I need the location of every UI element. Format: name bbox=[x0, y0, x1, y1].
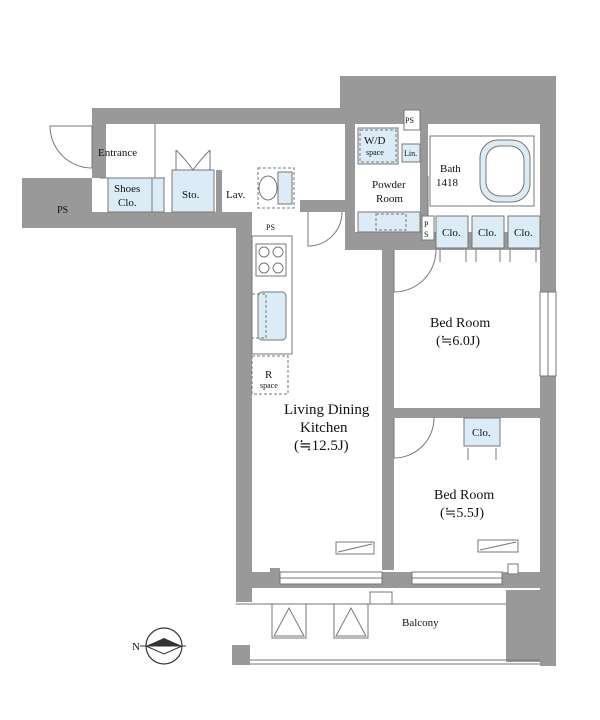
sink-icon bbox=[357, 211, 421, 233]
ps-left-label: PS bbox=[57, 205, 68, 216]
toilet-icon bbox=[257, 167, 295, 209]
linen-label: Lin. bbox=[404, 149, 417, 158]
closet-label-d: Clo. bbox=[472, 427, 491, 439]
linen-closet bbox=[401, 143, 421, 163]
refrigerator-space bbox=[251, 355, 289, 395]
closet-label-b: Clo. bbox=[478, 227, 497, 239]
ps-top-label: PS bbox=[405, 116, 414, 125]
bathtub-icon bbox=[429, 135, 535, 207]
shoes-closet-label-2: Clo. bbox=[118, 197, 137, 209]
washer-dryer-space bbox=[357, 127, 399, 165]
balcony-label: Balcony bbox=[402, 617, 439, 629]
bath-label-1: Bath bbox=[440, 163, 461, 175]
ps-top bbox=[403, 109, 421, 131]
ldk-area: (≒12.5J) bbox=[294, 438, 349, 454]
entrance-label: Entrance bbox=[98, 147, 137, 159]
kitchen-counter bbox=[251, 235, 293, 355]
refrigerator-space-label-1: R bbox=[265, 369, 273, 381]
ps-small bbox=[421, 215, 435, 241]
compass-north-label: N bbox=[132, 641, 140, 653]
closet-label-c: Clo. bbox=[514, 227, 533, 239]
refrigerator-space-label-2: space bbox=[260, 381, 278, 390]
lavatory-label: Lav. bbox=[226, 189, 245, 201]
ps-lav-label: PS bbox=[266, 223, 275, 232]
ldk-label-1: Living Dining bbox=[284, 402, 370, 418]
shoes-closet bbox=[107, 177, 165, 213]
powder-room-label-1: Powder bbox=[372, 179, 406, 191]
shoes-closet-label-1: Shoes bbox=[114, 183, 140, 195]
wd-label-2: space bbox=[366, 148, 384, 157]
bed2-closet bbox=[463, 417, 501, 447]
bedroom-2-label: Bed Room bbox=[434, 488, 494, 503]
bedroom-1-area: (≒6.0J) bbox=[436, 334, 480, 349]
entrance-door bbox=[49, 125, 93, 169]
bed2-door bbox=[393, 417, 435, 459]
bath-label-2: 1418 bbox=[436, 177, 459, 189]
bed1-door bbox=[393, 249, 437, 293]
windows bbox=[279, 291, 557, 585]
ldk-door bbox=[307, 211, 343, 247]
powder-room-label-2: Room bbox=[376, 193, 403, 205]
balcony bbox=[236, 563, 540, 665]
heating-marks bbox=[335, 539, 519, 555]
ps-small-label-1: P bbox=[424, 220, 429, 229]
bedroom-1-label: Bed Room bbox=[430, 316, 490, 331]
ps-small-label-2: S bbox=[424, 230, 428, 239]
closet-row bbox=[435, 215, 541, 262]
closet-label-a: Clo. bbox=[442, 227, 461, 239]
storage-label: Sto. bbox=[182, 189, 200, 201]
compass-icon bbox=[140, 627, 186, 665]
ldk-label-2: Kitchen bbox=[300, 420, 348, 436]
bedroom-2-area: (≒5.5J) bbox=[440, 506, 484, 521]
storage bbox=[171, 169, 215, 213]
wd-label-1: W/D bbox=[364, 135, 385, 147]
